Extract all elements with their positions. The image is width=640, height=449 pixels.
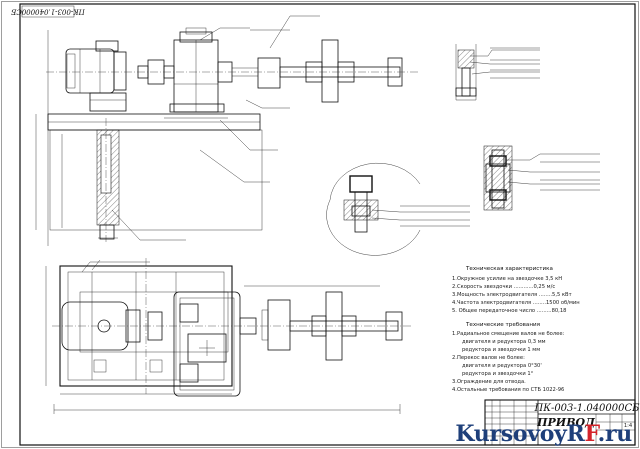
tech-req-title: Технические требования	[465, 322, 540, 328]
tech-spec-line: 4.Частота электродвигателя ........1500 …	[452, 300, 580, 306]
tech-spec-block: Техническая характеристика 1.Окружное ус…	[452, 266, 580, 314]
tech-req-line: редуктора и звездочки 1 мм	[462, 347, 540, 353]
front-output-coupling	[257, 57, 281, 89]
tech-req-line: 2.Перекос валов не более:	[452, 355, 525, 361]
front-foundation-block	[49, 129, 263, 231]
tech-req-line: 3.Ограждение для отвода.	[452, 379, 526, 385]
title-block-name: ПРИВОД	[536, 416, 595, 429]
tech-spec-line: 2.Скорость звездочки ............0,25 м/…	[452, 284, 555, 290]
front-motor-body	[65, 48, 115, 94]
top-gearbox	[173, 291, 241, 397]
tech-req-line: 4.Остальные требования по СТБ 1022-96	[452, 387, 564, 393]
tech-req-block: Технические требования 1.Радиальное смещ…	[452, 322, 565, 393]
sheet-inner-frame	[19, 3, 636, 446]
corner-stamp-text: ПК-003-1.040000СБ	[11, 8, 86, 16]
tech-req-line: двигателя и редуктора 0°30'	[462, 363, 542, 369]
watermark-logo: KursovoyRF.ru	[455, 421, 632, 447]
title-block-code: ПК-003-1.040000СБ	[533, 403, 640, 414]
tech-spec-title: Техническая характеристика	[465, 266, 553, 272]
watermark-part2: F	[584, 421, 598, 447]
top-output-coupling	[267, 299, 291, 351]
tech-req-line: редуктора и звездочки 1°	[462, 371, 534, 377]
front-view	[35, 15, 420, 246]
title-block: ПК-003-1.040000СБ ПРИВОД 1:4	[484, 399, 640, 446]
watermark-part1: KursovoyR	[455, 421, 585, 447]
tech-spec-line: 1.Окружное усилие на звездочке 3,5 кН	[452, 276, 562, 282]
tech-spec-line: 3.Мощность электродвигателя ........5,5 …	[452, 292, 572, 298]
top-view	[45, 258, 412, 414]
section-view-2	[483, 145, 600, 211]
tech-spec-line: 5. Общее передаточное число .........80,…	[452, 308, 566, 314]
front-sprocket	[321, 39, 339, 103]
corner-stamp-box	[21, 5, 75, 18]
tech-req-line: 1.Радиальное смещение валов не более:	[452, 331, 565, 337]
title-block-scale: 1:4	[624, 423, 633, 429]
section-view-3	[326, 162, 470, 256]
watermark-part3: .ru	[597, 421, 633, 447]
section-view-1	[455, 44, 540, 101]
tech-req-line: двигателя и редуктора 0,3 мм	[462, 339, 546, 345]
